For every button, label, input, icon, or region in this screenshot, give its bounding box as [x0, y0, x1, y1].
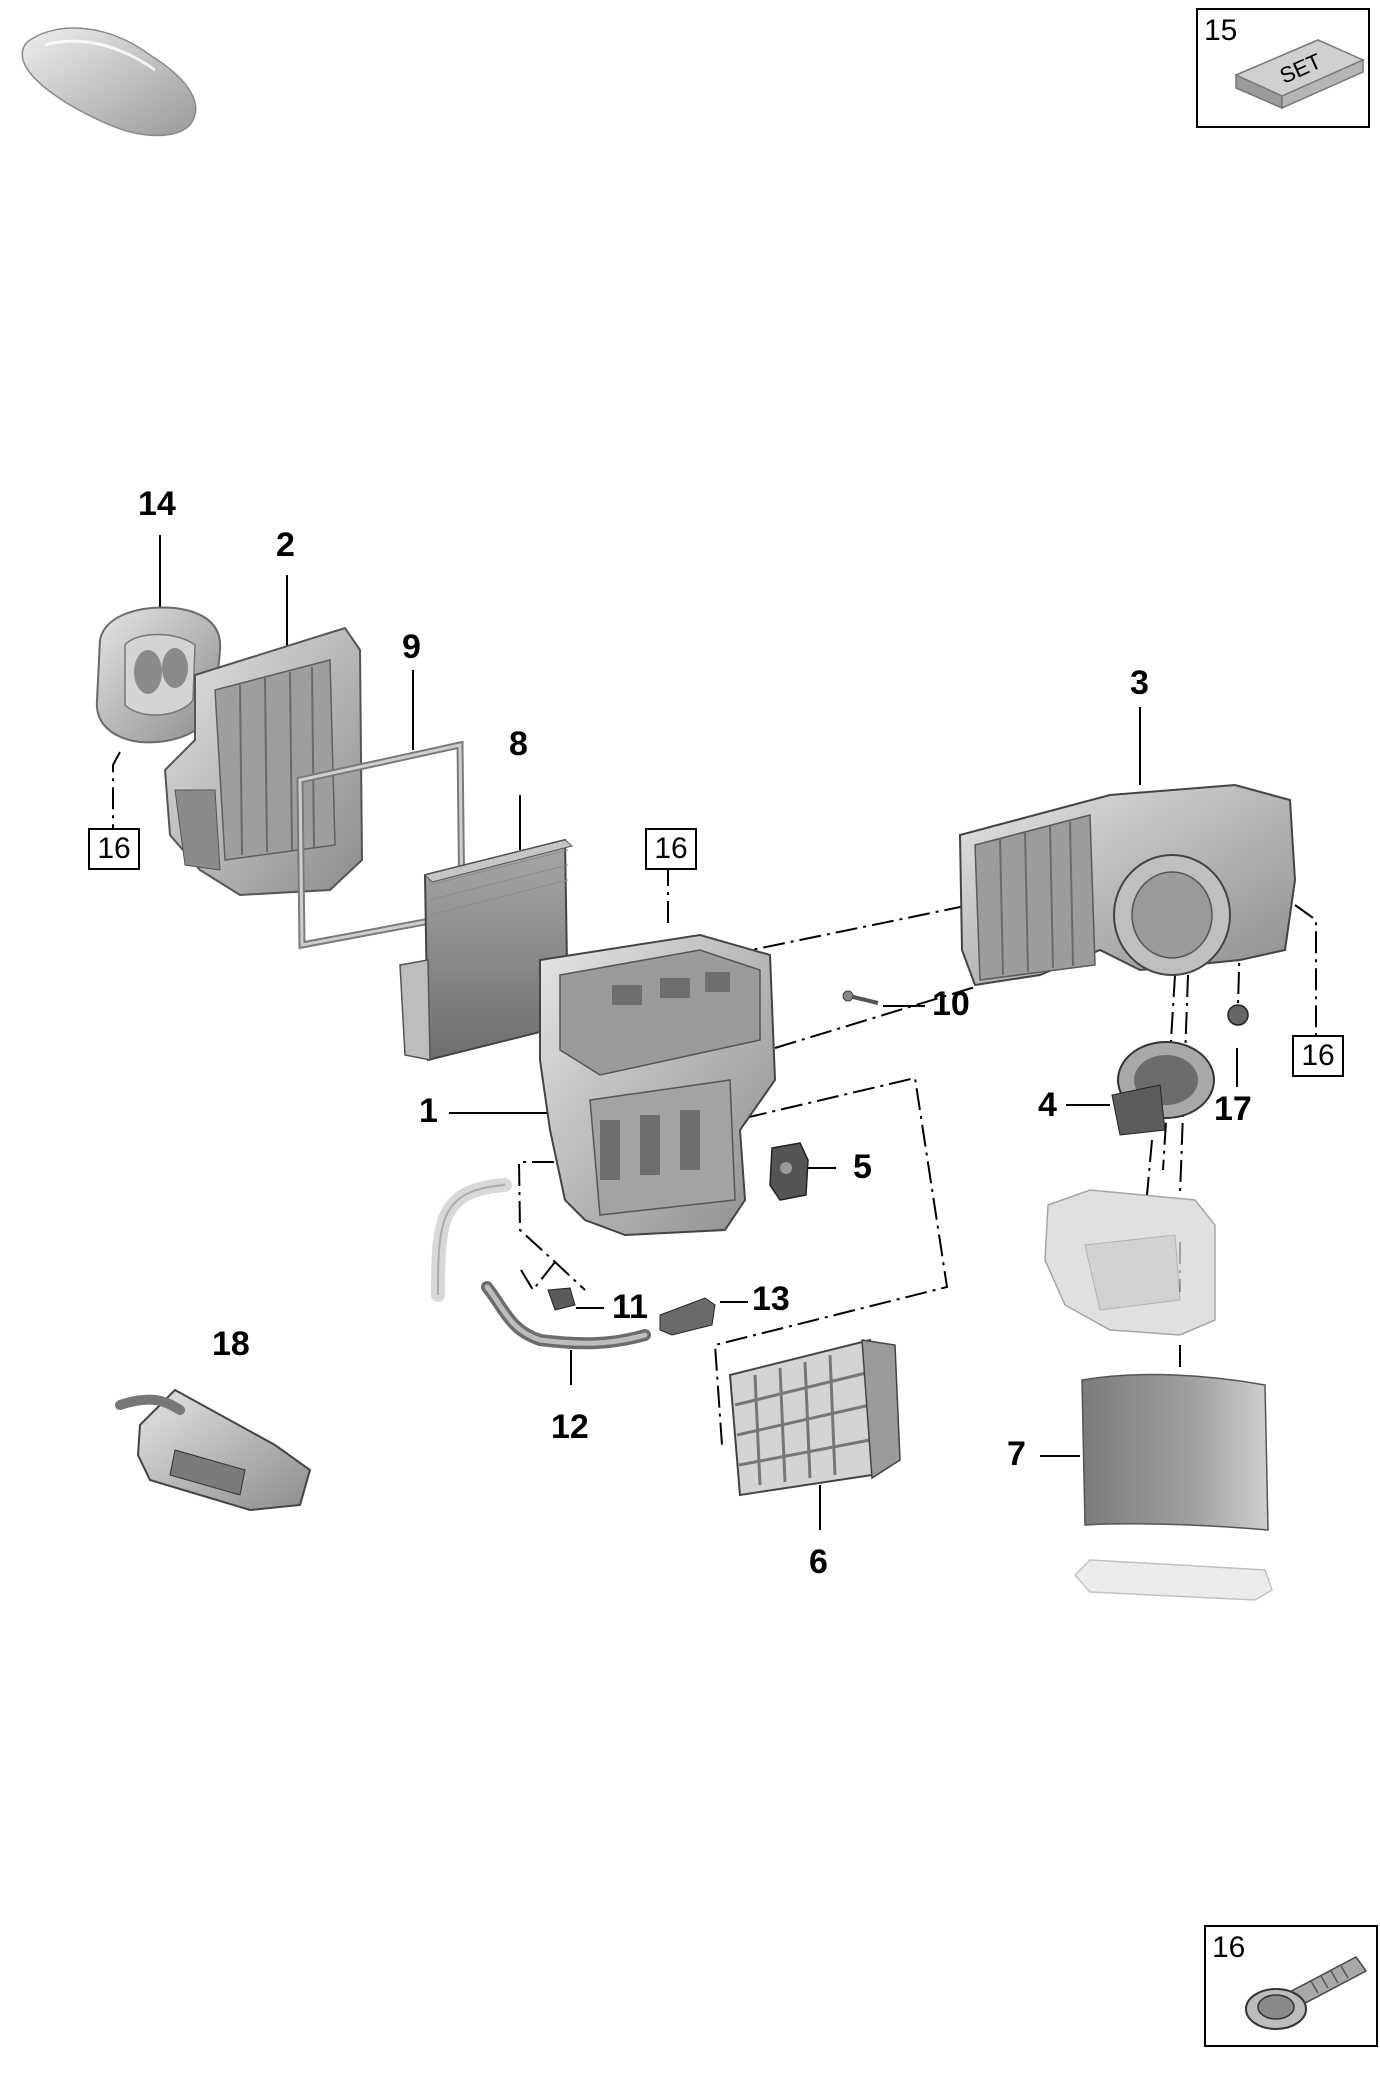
servo-motor-part: [769, 1142, 809, 1201]
callout-4: 4: [1038, 1086, 1057, 1124]
bracket-part: [659, 1297, 716, 1336]
drain-hose-part: [431, 1178, 651, 1350]
callout-14: 14: [138, 485, 176, 523]
callout-1: 1: [419, 1092, 438, 1130]
inset-bolt: 16: [1204, 1925, 1378, 2047]
car-silhouette-icon: [21, 27, 197, 137]
pipe-assembly-part: [115, 1388, 312, 1512]
heater-core-part: [728, 1338, 901, 1497]
filter-cover-part: [1073, 1559, 1273, 1601]
callout-9: 9: [402, 628, 421, 666]
callout-2: 2: [276, 526, 295, 564]
flange-bolt-icon: [1245, 1956, 1368, 2030]
heater-box-part: [539, 933, 777, 1237]
reference-box-16-left: 16: [88, 828, 140, 870]
inset-bolt-number: 16: [1212, 1931, 1246, 1964]
temperature-sensor-part: [842, 990, 879, 1005]
callout-10: 10: [932, 985, 970, 1023]
callout-8: 8: [509, 725, 528, 763]
valve-part: [547, 1287, 576, 1311]
sensor-part: [1227, 1004, 1249, 1026]
inset-set-number: 15: [1204, 14, 1238, 47]
callout-5: 5: [853, 1148, 872, 1186]
callout-13: 13: [752, 1280, 790, 1318]
lower-casing-part: [1044, 1189, 1216, 1336]
callout-18: 18: [212, 1325, 250, 1363]
blower-motor-part: [1111, 1041, 1215, 1136]
reference-box-16-center: 16: [645, 828, 697, 870]
callout-3: 3: [1130, 664, 1149, 702]
seal-part: [95, 606, 222, 744]
inset-set: 15 SET: [1196, 8, 1370, 128]
housing-section-part: [163, 626, 364, 897]
callout-17: 17: [1214, 1090, 1252, 1128]
callout-7: 7: [1007, 1435, 1026, 1473]
set-block-icon: SET: [1234, 39, 1365, 110]
cabin-filter-part: [1081, 1373, 1269, 1531]
callout-6: 6: [809, 1543, 828, 1581]
callout-11: 11: [612, 1288, 648, 1326]
blower-housing-part: [958, 783, 1297, 987]
reference-box-16-right: 16: [1292, 1035, 1344, 1077]
callout-12: 12: [551, 1408, 589, 1446]
